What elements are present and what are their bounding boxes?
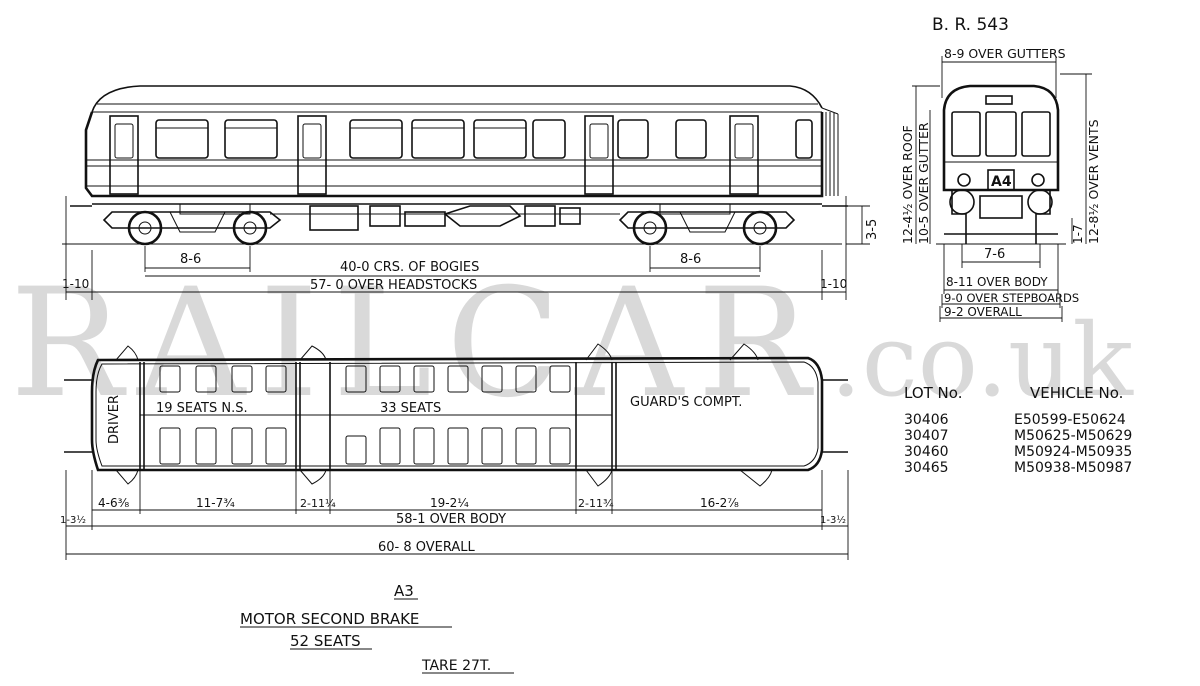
label-driver: DRIVER [107, 395, 122, 444]
dim-end-overall: 9-2 OVERALL [944, 305, 1022, 319]
lot-header: LOT No. [904, 384, 962, 402]
plan-outline [90, 356, 824, 472]
caption-code: A3 [394, 582, 414, 600]
label-guards: GUARD'S COMPT. [630, 395, 742, 410]
vehicle-header: VEHICLE No. [1030, 384, 1123, 402]
seats-ns [159, 365, 287, 465]
dim-over-body: 8-11 OVER BODY [946, 275, 1048, 289]
dim-plan-d1: 4-6³⁄₈ [98, 496, 129, 510]
side-windows [155, 119, 813, 159]
cab-door-left [109, 115, 139, 195]
caption: A3 MOTOR SECOND BRAKE 52 SEATS TARE 27T. [240, 582, 514, 674]
passenger-door [297, 115, 327, 195]
lot-number: 30406 [904, 412, 949, 428]
roof-line [91, 85, 823, 113]
side-elevation: 1-10 1-10 8-6 8-6 40-0 CRS. OF BOGIES 57… [62, 85, 880, 300]
dim-over-stepboards: 9-0 OVER STEPBOARDS [944, 291, 1079, 305]
dim-plan-d4: 19-2¹⁄₄ [430, 496, 469, 510]
lot-number: 30460 [904, 444, 949, 460]
dim-plan-overall: 60- 8 OVERALL [378, 540, 476, 555]
lot-number: 30465 [904, 460, 949, 476]
dim-plan-d6: 16-2⁷⁄₈ [700, 496, 739, 510]
dim-over-gutter: 10-5 OVER GUTTER [916, 122, 931, 244]
dim-plan-d5: 2-11³⁄₄ [578, 497, 614, 510]
dim-bogie-wheelbase-right: 8-6 [680, 252, 701, 267]
dim-floor-height: 3-5 [865, 219, 880, 240]
vehicle-range: M50625-M50629 [1014, 428, 1132, 444]
caption-type: MOTOR SECOND BRAKE [240, 610, 419, 628]
label-seats-ns: 19 SEATS N.S. [156, 401, 248, 416]
dim-plan-d2: 11-7³⁄₄ [196, 496, 235, 510]
underframe-equipment [179, 203, 731, 231]
end-window-centre [985, 111, 1017, 157]
bogie-right [618, 210, 796, 246]
vehicle-range: M50924-M50935 [1014, 444, 1132, 460]
cab-end-ribs [821, 107, 839, 196]
buffer-left [949, 189, 975, 215]
end-window-left [951, 111, 981, 157]
lot-table: LOT No. VEHICLE No. 30406 E50599-E50624 … [904, 384, 1132, 476]
guard-door-right [729, 115, 759, 195]
dim-end-right: 1-10 [820, 277, 847, 291]
dim-end-left: 1-10 [62, 277, 89, 291]
watermark-right: .co.uk [830, 302, 1134, 419]
drawing-title: B. R. 543 [932, 15, 1009, 35]
label-seats: 33 SEATS [380, 401, 441, 416]
end-elevation: B. R. 543 8-9 OVER GUTTERS A4 [900, 15, 1101, 322]
dim-over-vents: 12-8¹⁄₂ OVER VENTS [1086, 119, 1101, 244]
dim-bogie-centres: 40-0 CRS. OF BOGIES [340, 260, 479, 275]
dim-step-height: 1-7 [1071, 224, 1085, 244]
dim-plan-body: 58-1 OVER BODY [396, 512, 506, 527]
caption-tare: TARE 27T. [421, 658, 491, 674]
bogie-left [102, 210, 282, 246]
dim-over-roof: 12-4¹⁄₂ OVER ROOF [900, 125, 915, 244]
end-window-right [1021, 111, 1051, 157]
end-body-outline [942, 84, 1060, 192]
dim-headstocks: 57- 0 OVER HEADSTOCKS [310, 278, 477, 293]
lamp-left [957, 173, 971, 187]
door-swing [115, 345, 139, 361]
dim-buffer-spacing: 7-6 [984, 247, 1005, 262]
headcode-box [987, 169, 1015, 191]
headcode: A4 [991, 174, 1012, 190]
lot-number: 30407 [904, 428, 949, 444]
vehicle-range: E50599-E50624 [1014, 412, 1126, 428]
dim-bogie-wheelbase-left: 8-6 [180, 252, 201, 267]
dim-plan-end-left: 1-3¹⁄₂ [60, 515, 86, 526]
dim-gutters: 8-9 OVER GUTTERS [944, 46, 1066, 61]
caption-seats: 52 SEATS [290, 632, 361, 650]
vehicle-range: M50938-M50987 [1014, 460, 1132, 476]
body-outline [84, 111, 824, 198]
lamp-right [1031, 173, 1045, 187]
seats-main [345, 365, 571, 465]
dim-plan-d3: 2-11¹⁄₄ [300, 497, 336, 510]
plan-view: DRIVER 19 SEATS N.S. 33 SEATS GUARD'S CO… [60, 343, 849, 560]
dim-plan-end-right: 1-3¹⁄₂ [820, 515, 846, 526]
guard-door-left [584, 115, 614, 195]
buffer-right [1027, 189, 1053, 215]
